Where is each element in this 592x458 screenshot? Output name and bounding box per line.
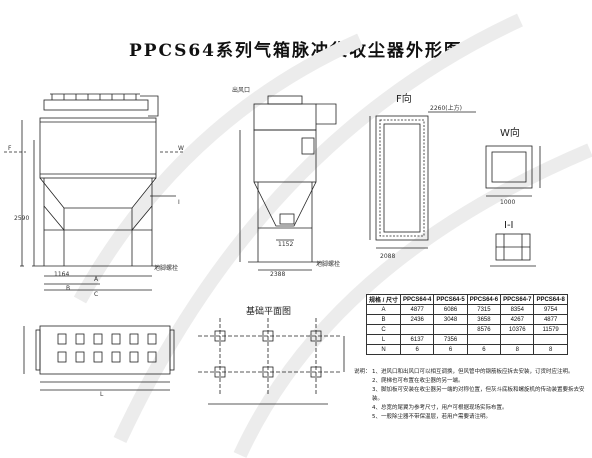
table-cell: 8576: [466, 324, 502, 335]
note-item: 3、脚加板可安装在收尘器另一端的对称位置，但灰斗底板和螺旋机的传动装置要拆去安装…: [372, 387, 585, 402]
table-cell: 6: [400, 344, 435, 355]
f-marker: F: [8, 145, 12, 152]
spec-table: 规格 / 尺寸 PPCS64-4 PPCS64-5 PPCS64-6 PPCS6…: [365, 294, 568, 355]
table-cell: 2436: [400, 314, 435, 325]
table-cell: 6: [466, 344, 502, 355]
dim-1152: 1152: [278, 241, 293, 248]
dim-b-label: B: [66, 285, 70, 292]
table-cell: 11579: [533, 324, 568, 335]
dim-1164: 1164: [54, 271, 69, 278]
table-cell: 3048: [433, 314, 468, 325]
table-cell: 4267: [500, 314, 535, 325]
table-row: N 6 6 6 8 8: [365, 344, 568, 355]
table-cell: 6: [433, 344, 468, 355]
note-item: 2、爬梯也可布置在收尘器的另一端。: [372, 378, 464, 384]
w-view-title: W向: [500, 126, 520, 139]
table-cell: 8: [500, 344, 535, 355]
table-cell: 8: [533, 344, 568, 355]
table-cell: 6137: [400, 334, 435, 345]
table-row: C 8576 10376 11579: [365, 324, 568, 335]
w-marker: W: [178, 145, 184, 152]
plan-view: [23, 325, 175, 391]
table-cell: 7315: [466, 304, 502, 315]
foundation-title: 基础平面图: [246, 305, 291, 317]
anchor-bolt-left: 地脚螺栓: [154, 264, 178, 272]
foundation-plan: [198, 318, 345, 405]
row-key: A: [365, 304, 402, 315]
table-cell: 6086: [433, 304, 468, 315]
table-row: A 4877 6086 7315 8354 9754: [365, 304, 568, 315]
side-elevation: [239, 95, 337, 271]
row-key: C: [365, 324, 402, 335]
drawing-title: PPCS64系列气箱脉冲袋收尘器外形图: [128, 41, 464, 61]
table-cell: [466, 334, 502, 345]
spec-col-header: PPCS64-4: [400, 294, 435, 305]
front-elevation: [4, 93, 184, 291]
note-item: 4、总宽的尾翼为参考尺寸，用户可根据现场实际布置。: [372, 405, 508, 411]
i-marker: I: [178, 199, 180, 206]
spec-corner-cell: 规格 / 尺寸: [365, 294, 402, 305]
anchor-bolt-mid: 地脚螺栓: [316, 260, 340, 268]
note-item: 1、进风口和出风口可以相互调换，但风管中的钢筋板应拆去安装，订货时应注明。: [372, 369, 574, 375]
dim-a-label: A: [94, 276, 99, 283]
table-cell: [533, 334, 568, 345]
f-view-title: F向: [396, 92, 412, 105]
table-cell: [433, 324, 468, 335]
table-cell: 9754: [533, 304, 568, 315]
dim-2590: 2590: [14, 215, 29, 222]
table-cell: 10376: [500, 324, 535, 335]
spec-col-header: PPCS64-7: [500, 294, 535, 305]
row-key: L: [365, 334, 402, 345]
row-key: N: [365, 344, 402, 355]
dim-1000: 1000: [500, 199, 515, 206]
dim-l-label: L: [100, 391, 104, 398]
notes-block: 说明： 1、进风口和出风口可以相互调换，但风管中的钢筋板应拆去安装，订货时应注明…: [354, 368, 590, 422]
dim-2088: 2088: [380, 253, 395, 260]
dim-c-label: C: [94, 291, 98, 298]
table-row: B 2436 3048 3658 4267 4877: [365, 314, 568, 325]
spec-col-header: PPCS64-6: [466, 294, 502, 305]
table-cell: 3658: [466, 314, 502, 325]
table-cell: 4877: [533, 314, 568, 325]
row-key: B: [365, 314, 402, 325]
table-cell: [400, 324, 435, 335]
table-row: L 6137 7356: [365, 334, 568, 345]
w-view: [485, 145, 541, 197]
top-side-label: 2260(上方): [430, 104, 462, 112]
table-cell: 8354: [500, 304, 535, 315]
table-cell: 4877: [400, 304, 435, 315]
section-title: I-I: [504, 220, 514, 231]
spec-col-header: PPCS64-8: [533, 294, 568, 305]
table-cell: 7356: [433, 334, 468, 345]
f-view: [369, 111, 476, 249]
spec-header-row: 规格 / 尺寸 PPCS64-4 PPCS64-5 PPCS64-6 PPCS6…: [365, 294, 568, 305]
dim-2388: 2388: [270, 271, 285, 278]
table-cell: [500, 334, 535, 345]
spec-col-header: PPCS64-5: [433, 294, 468, 305]
note-item: 5、一般除尘器不带保温层，若用户需要请注明。: [372, 414, 492, 420]
section-i-i: [490, 233, 536, 267]
outlet-label: 出风口: [232, 86, 250, 94]
notes-heading: 说明：: [354, 369, 371, 375]
